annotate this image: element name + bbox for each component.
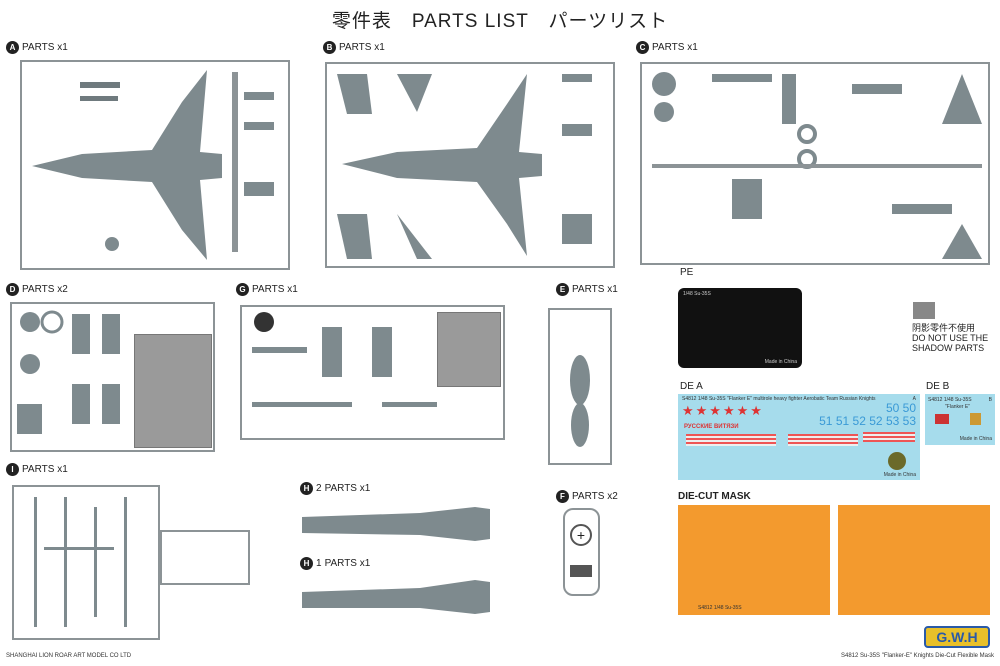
sprue-c-frame <box>640 62 990 265</box>
shadow-note-en1: DO NOT USE THE <box>912 333 989 343</box>
parts-count: PARTS x1 <box>324 483 371 494</box>
footer-product: S4812 Su-35S "Flanker-E" Knights Die-Cut… <box>841 653 994 659</box>
decal-stripes <box>863 432 915 442</box>
decal-russian-text: РУССКИЕ ВИТЯЗИ <box>684 424 739 430</box>
intake-part-h2 <box>302 507 490 541</box>
sprue-number: 2 <box>316 483 322 494</box>
pe-plate-text: 1/48 Su-35S <box>683 291 711 297</box>
decal-a-label: DE A <box>680 381 703 392</box>
decal-roundel <box>888 452 906 470</box>
sprue-letter-badge: G <box>236 283 249 296</box>
sprue-letter-badge: H <box>300 482 313 495</box>
photo-etch-sheet: 1/48 Su-35S Made in China <box>678 288 802 368</box>
sprue-d-parts <box>17 310 120 434</box>
decal-b-label: DE B <box>926 381 950 392</box>
sprue-d-frame <box>10 302 215 452</box>
decal-emblem <box>970 413 981 425</box>
canopy-part <box>570 355 590 447</box>
sprue-letter-badge: D <box>6 283 19 296</box>
sprue-g-parts <box>252 312 502 407</box>
sprue-letter-badge: H <box>300 557 313 570</box>
sprue-c-parts <box>652 72 982 259</box>
sprue-i-parts <box>34 497 127 627</box>
sprue-g-frame <box>240 305 505 440</box>
intake-part-h1 <box>302 580 490 614</box>
shadow-note: 阴影零件不使用 DO NOT USE THE SHADOW PARTS <box>912 323 988 353</box>
parts-count: PARTS x2 <box>572 491 618 502</box>
sprue-letter-badge: B <box>323 41 336 54</box>
decal-emblem <box>935 414 949 424</box>
fuselage-bottom-part <box>337 74 592 259</box>
parts-count: PARTS x1 <box>652 42 698 53</box>
decal-b-corner: B <box>988 397 992 403</box>
sprue-i-frame <box>12 485 160 640</box>
parts-count: PARTS x2 <box>22 284 68 295</box>
parts-count: PARTS x1 <box>324 558 371 569</box>
crosshair-part: + <box>570 524 592 546</box>
decal-sheet-a: S4812 1/48 Su-35S "Flanker E" multirole … <box>678 394 920 480</box>
shadow-note-cn: 阴影零件不使用 <box>912 323 976 333</box>
parts-count: PARTS x1 <box>339 42 385 53</box>
sprue-letter-badge: C <box>636 41 649 54</box>
parts-count: PARTS x1 <box>22 42 68 53</box>
gwh-logo: G.W.H <box>924 626 990 648</box>
sprue-a-frame <box>20 60 290 270</box>
fuselage-top-part <box>32 70 274 260</box>
decal-b-sub: "Flanker E" <box>945 404 970 410</box>
decal-a-made: Made in China <box>883 472 916 478</box>
decal-b-made: Made in China <box>959 436 992 442</box>
mask-sheet-2 <box>838 505 990 615</box>
part-block <box>570 565 592 577</box>
decal-stripes <box>686 434 776 446</box>
decal-a-header: S4812 1/48 Su-35S "Flanker E" multirole … <box>682 396 876 402</box>
decal-stripes <box>788 434 858 446</box>
red-stars: ★★★★★★ <box>682 403 764 418</box>
parts-count: PARTS x1 <box>252 284 298 295</box>
mask-code: S4812 1/48 Su-35S <box>698 605 742 611</box>
pe-label: PE <box>680 267 694 278</box>
page-title: 零件表 PARTS LIST パーツリスト <box>331 11 669 32</box>
parts-count: PARTS x1 <box>22 464 68 475</box>
shadow-legend-swatch <box>913 302 935 319</box>
decal-b-header: S4812 1/48 Su-35S <box>928 397 972 403</box>
sprue-number: 1 <box>316 558 322 569</box>
decal-a-corner: A <box>912 396 916 402</box>
shadow-note-en2: SHADOW PARTS <box>912 343 985 353</box>
sprue-e-frame <box>548 308 612 465</box>
sprue-letter-badge: A <box>6 41 19 54</box>
pe-made-text: Made in China <box>764 359 797 365</box>
parts-count: PARTS x1 <box>572 284 618 295</box>
shadow-parts <box>437 312 501 387</box>
sprue-letter-badge: I <box>6 463 19 476</box>
decal-sheet-b: S4812 1/48 Su-35S B "Flanker E" Made in … <box>925 394 995 445</box>
sprue-letter-badge: F <box>556 490 569 503</box>
sprue-letter-badge: E <box>556 283 569 296</box>
sprue-f-frame: + <box>563 508 600 596</box>
shadow-parts <box>134 334 212 448</box>
mask-sheet-1: S4812 1/48 Su-35S <box>678 505 830 615</box>
die-cut-mask-label: DIE-CUT MASK <box>678 491 751 502</box>
sprue-i-extension <box>160 530 250 585</box>
sprue-b-frame <box>325 62 615 268</box>
footer-company: SHANGHAI LION ROAR ART MODEL CO LTD <box>6 653 132 659</box>
